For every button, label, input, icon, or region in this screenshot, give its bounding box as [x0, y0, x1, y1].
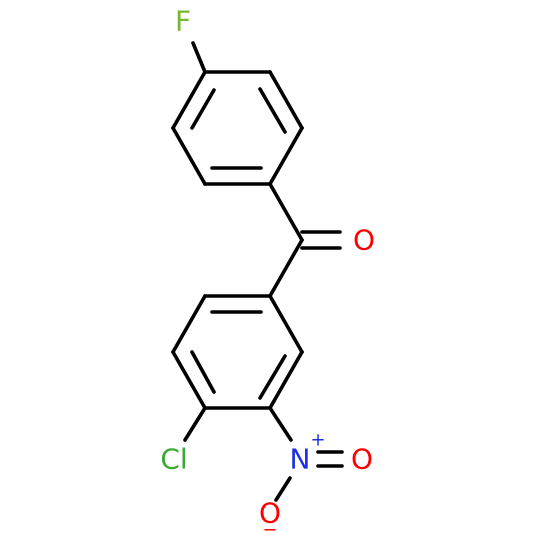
bond [268, 350, 304, 410]
bond [268, 182, 304, 242]
bond [171, 70, 207, 130]
fluorophenyl-ring [171, 70, 304, 186]
bond [268, 126, 304, 186]
bond [171, 350, 207, 410]
nitro-oxygen-charge: − [262, 520, 277, 533]
bond [268, 294, 304, 354]
bond [268, 70, 304, 130]
nitro-nitrogen-charge: + [310, 430, 325, 451]
bond [171, 294, 207, 354]
bond [171, 126, 207, 186]
bond [183, 406, 207, 442]
nitro-oxygen-double-label: O [351, 443, 373, 476]
chloronitrophenyl-ring [171, 294, 304, 410]
carbonyl-oxygen-label: O [353, 224, 375, 257]
fluorine-label: F [175, 5, 191, 38]
bond [274, 476, 292, 502]
nitro-nitrogen-label: N [290, 443, 311, 476]
bond [258, 354, 287, 400]
bond [258, 87, 287, 134]
nitro-oxygen-single-label: O [259, 497, 281, 530]
bond [190, 88, 216, 130]
bond [268, 238, 304, 298]
chlorine-label: Cl [160, 443, 187, 476]
bond [191, 41, 207, 74]
bond [190, 350, 216, 394]
bond [268, 406, 293, 442]
